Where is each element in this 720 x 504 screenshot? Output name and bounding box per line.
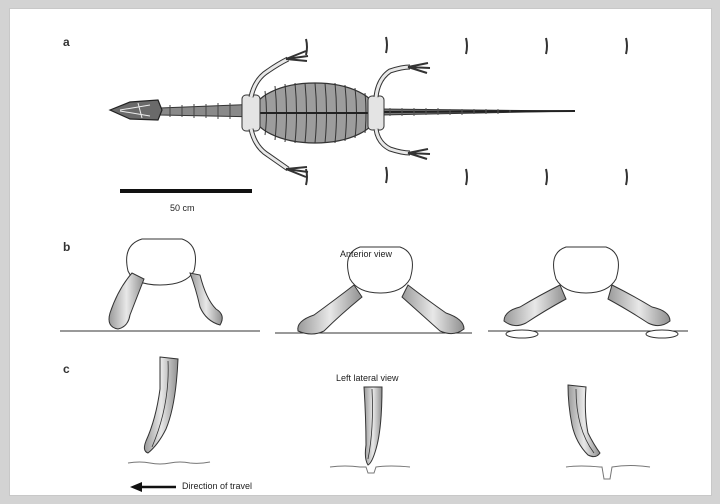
footprint-right-3 — [646, 330, 678, 338]
skeleton-dorsal-view — [110, 51, 575, 177]
hind-foot-upper — [408, 63, 430, 73]
lateral-limb-1 — [144, 357, 178, 453]
footprint-left-3 — [506, 330, 538, 338]
hind-foot-lower — [408, 149, 430, 159]
limb-left-3 — [504, 285, 566, 326]
anterior-view-title: Anterior view — [340, 249, 392, 259]
lateral-view-title: Left lateral view — [336, 373, 399, 383]
skeleton-skull — [110, 100, 162, 120]
lateral-limb-2 — [364, 387, 382, 465]
trackway-marks-upper — [306, 37, 627, 55]
panel-label-a: a — [63, 35, 70, 49]
body-outline-3 — [554, 247, 619, 293]
direction-arrow — [130, 482, 176, 492]
front-foot-lower — [286, 167, 308, 177]
front-foot-upper — [286, 51, 308, 61]
panel-label-b: b — [63, 240, 70, 254]
direction-label: Direction of travel — [182, 481, 252, 491]
ground-profile-3 — [566, 466, 650, 480]
limb-right-2 — [402, 285, 464, 334]
limb-right-1 — [190, 273, 222, 325]
panel-label-c: c — [63, 362, 70, 376]
ground-profile-2 — [330, 466, 410, 473]
scale-bar — [120, 189, 252, 193]
figure-panel: a 50 cm b Anterior view c Left lateral v… — [9, 8, 712, 496]
scale-bar-label: 50 cm — [170, 203, 195, 213]
lateral-limb-3 — [568, 385, 600, 457]
ground-profile-1 — [128, 462, 210, 464]
trackway-marks-lower — [306, 167, 627, 185]
limb-left-2 — [298, 285, 362, 334]
limb-left-1 — [109, 273, 144, 329]
limb-right-3 — [608, 285, 670, 326]
